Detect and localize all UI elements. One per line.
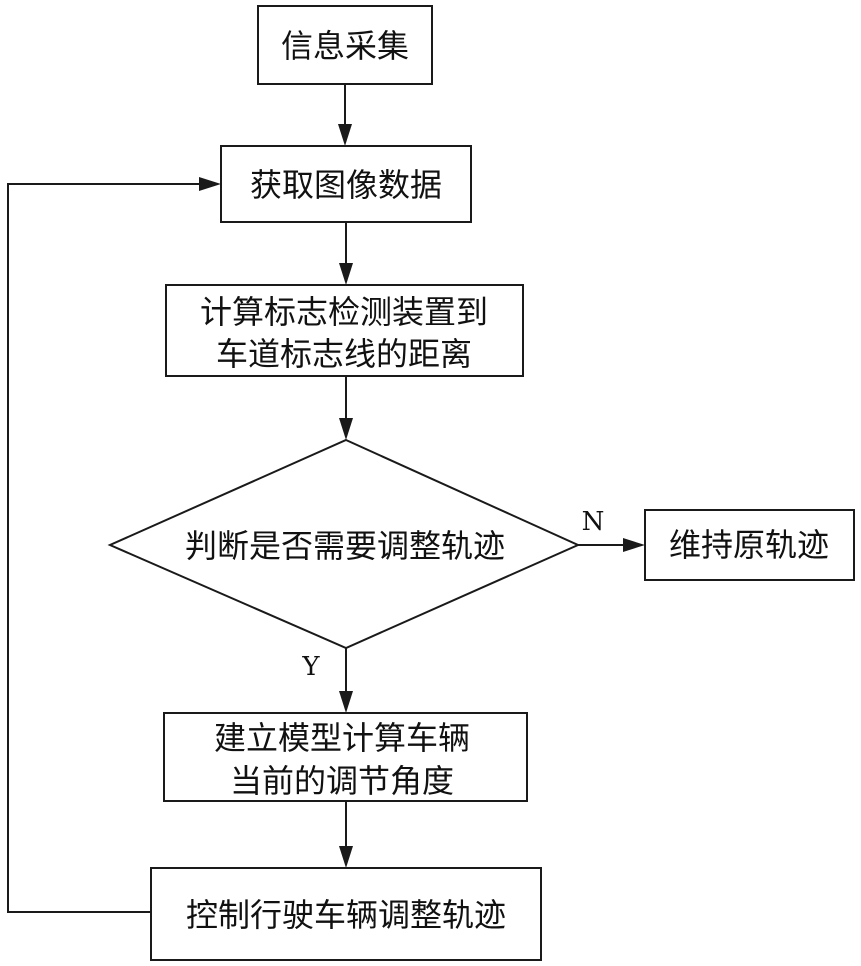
edge-calc-to-decision [339, 376, 353, 440]
node-control-adjust-label: 控制行驶车辆调整轨迹 [186, 896, 506, 934]
node-info-collect-label: 信息采集 [281, 27, 409, 65]
node-keep-track-label: 维持原轨迹 [669, 526, 829, 564]
node-build-model-label-line1: 建立模型计算车辆 [214, 719, 470, 757]
node-info-collect: 信息采集 [258, 6, 432, 84]
edge-label-yes: Y [301, 652, 320, 682]
edge-image-to-calc [339, 222, 353, 285]
edge-label-no: N [582, 507, 605, 537]
node-calc-distance: 计算标志检测装置到 车道标志线的距离 [166, 285, 523, 376]
node-decision: 判断是否需要调整轨迹 [110, 440, 578, 648]
edge-model-to-control [339, 801, 353, 868]
node-keep-track: 维持原轨迹 [645, 510, 854, 580]
edge-decision-to-keep: N [578, 507, 645, 552]
node-control-adjust: 控制行驶车辆调整轨迹 [151, 868, 541, 960]
node-calc-distance-label-line1: 计算标志检测装置到 [200, 293, 488, 331]
node-build-model-label-line2: 当前的调节角度 [230, 762, 454, 800]
node-calc-distance-label-line2: 车道标志线的距离 [216, 335, 472, 373]
node-get-image: 获取图像数据 [221, 146, 471, 222]
node-decision-label: 判断是否需要调整轨迹 [185, 527, 505, 565]
edge-info-to-image [338, 84, 352, 146]
edge-decision-to-model: Y [301, 648, 353, 713]
node-build-model: 建立模型计算车辆 当前的调节角度 [164, 713, 527, 801]
node-get-image-label: 获取图像数据 [250, 166, 442, 204]
